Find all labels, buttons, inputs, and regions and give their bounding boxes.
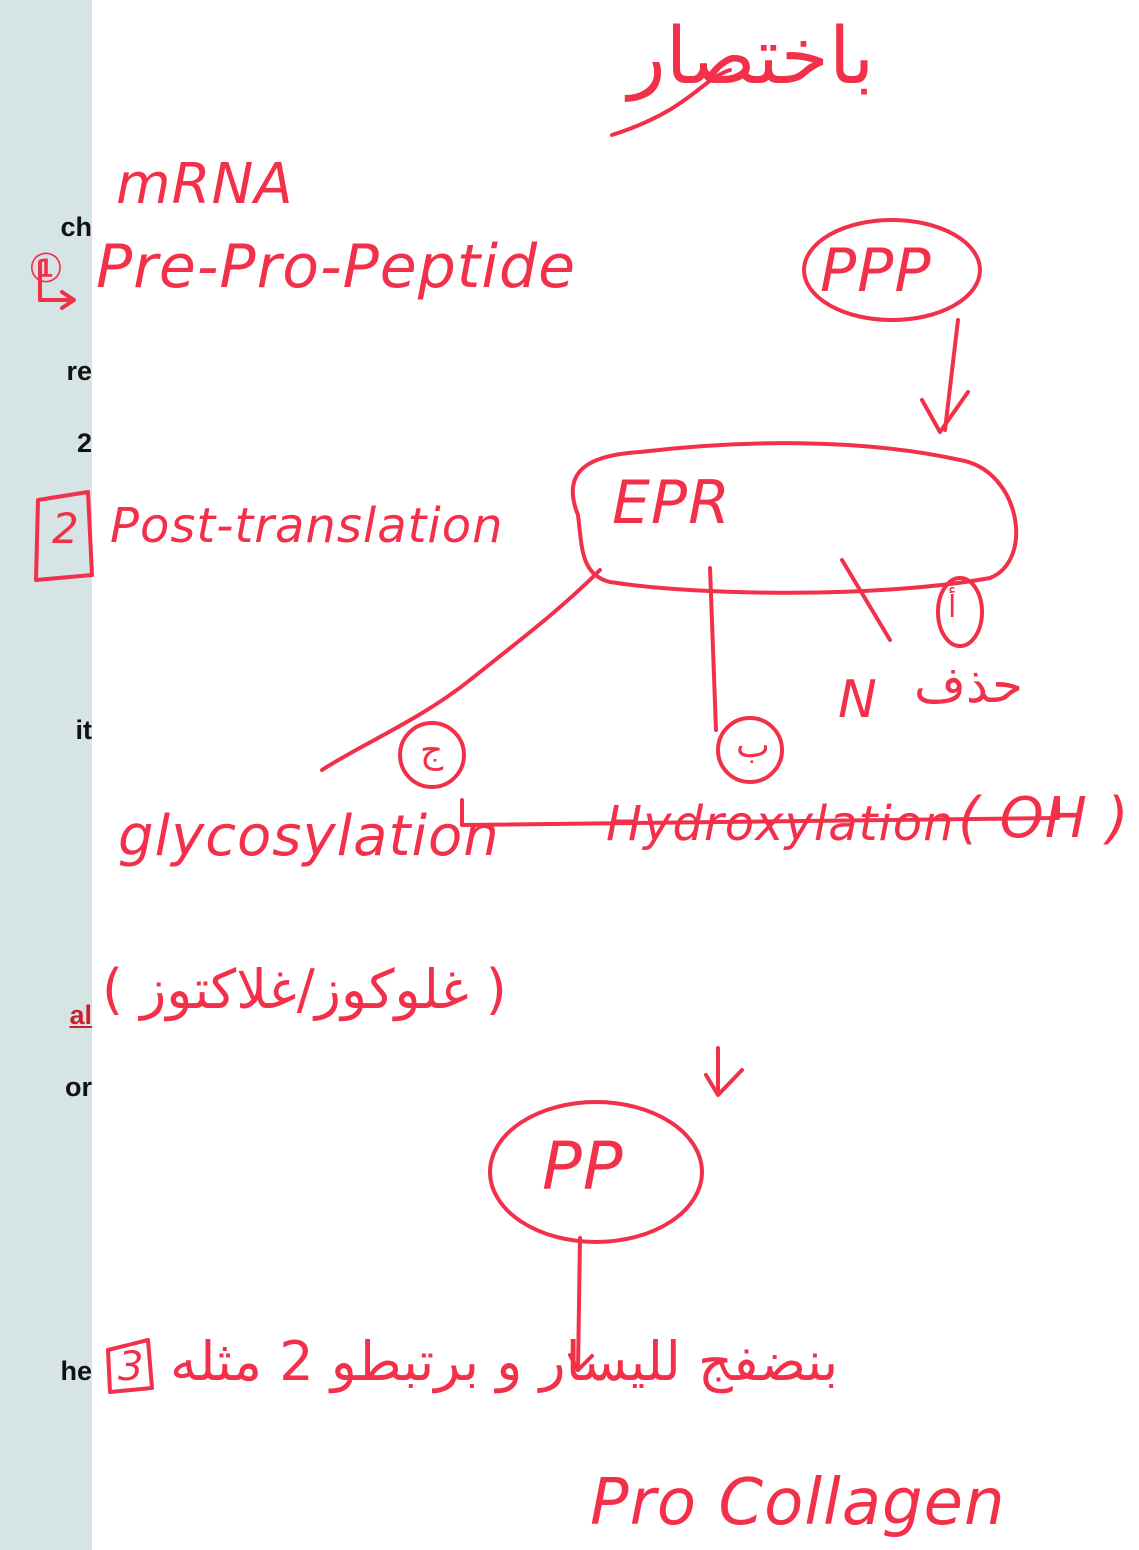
label-n: N [838,670,878,730]
label-a: أ [948,590,957,625]
down-arrow-3 [576,1236,582,1372]
ppp-label: PPP [820,236,932,306]
oh-label: ( OH ) [958,786,1130,851]
text-fragment: he [60,1356,92,1386]
label-c: ج [420,730,444,771]
text-fragment: or [65,1072,92,1102]
label-deletion: حذف [914,656,1023,714]
down-arrow-2-head [704,1068,744,1097]
side-panel: ch re 2 it al or he [0,0,92,1550]
step1-number: ① [28,246,65,292]
step1-arrow [38,260,74,302]
procollagen-label: Pro Collagen [590,1466,1006,1540]
label-b: ب [736,725,770,766]
step2-number: 2 [52,504,80,553]
epr-label: EPR [612,468,731,538]
branch-n [840,558,892,642]
down-arrow-1 [943,318,960,432]
text-fragment: re [66,356,92,386]
step3-arabic: بنضفج لليسار و برتبطو 2 مثله [170,1330,839,1393]
step2-box [34,490,94,582]
ppp-circle [802,218,982,322]
step3-box [106,1338,154,1394]
title-arabic: باختصار [628,12,875,102]
text-fragment: it [75,715,93,745]
pp-label: PP [542,1128,624,1205]
hydroxylation-label: Hydroxylation [606,796,955,852]
mrna-label: mRNA [116,152,294,217]
bracket [460,796,1060,827]
text-fragment: 2 [76,428,92,458]
step1-arrowhead [60,290,76,310]
epr-cloud [570,441,1019,595]
step3-number: 3 [118,1344,145,1390]
label-c-circle [398,721,466,789]
title-stroke [610,68,732,137]
glycosylation-label: glycosylation [118,804,500,869]
label-a-circle [936,576,984,648]
pp-circle [488,1100,704,1244]
step1-text: Pre-Pro-Peptide [96,232,576,302]
down-arrow-1-head [920,390,970,434]
branch-hydroxylation [708,566,718,732]
text-fragment: ch [60,212,92,242]
step2-text: Post-translation [110,498,504,554]
branch-glycosylation [320,568,602,772]
text-fragment-highlight: al [69,1000,92,1030]
label-b-circle [716,716,784,784]
sugars-arabic: ( غلوكوز/غلاكتوز ) [102,958,507,1021]
down-arrow-3-head [568,1353,594,1372]
